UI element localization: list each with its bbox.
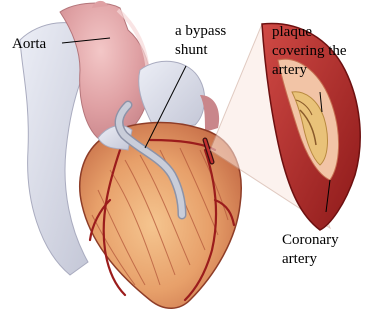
aorta-label: Aorta bbox=[12, 35, 46, 54]
coronary-artery-label: Coronary artery bbox=[282, 231, 339, 269]
bypass-shunt-label: a bypass shunt bbox=[175, 22, 226, 60]
plaque-label: plaque covering the artery bbox=[272, 23, 347, 80]
